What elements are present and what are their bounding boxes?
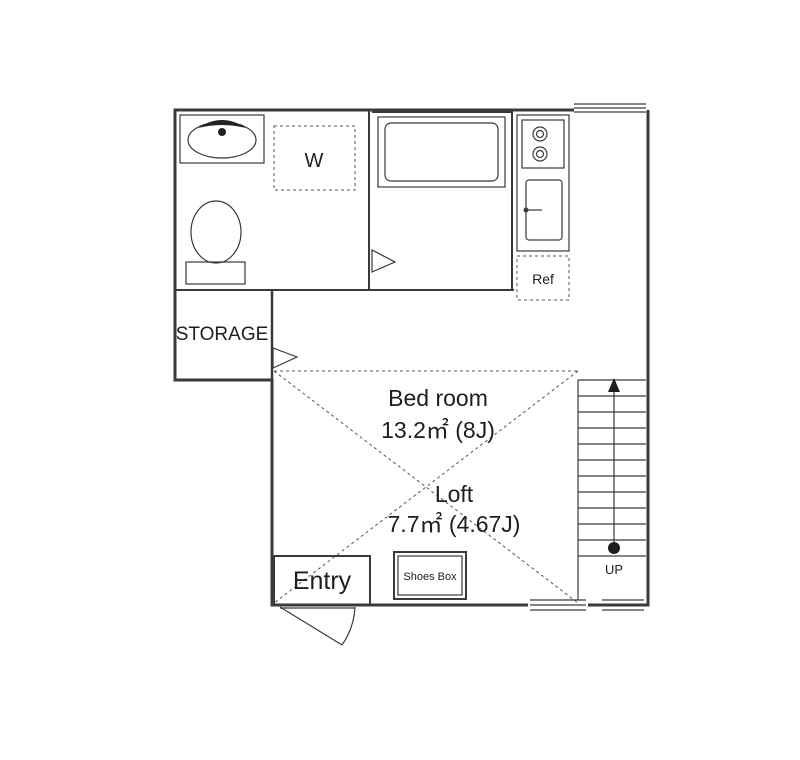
entry-door-icon <box>279 606 356 646</box>
storage-closet <box>174 289 273 381</box>
entry-label: Entry <box>293 567 352 595</box>
window-bottom <box>530 599 644 611</box>
vanity-sink <box>179 114 265 164</box>
loft-outline <box>273 370 579 604</box>
loft-title: Loft <box>435 481 474 507</box>
washer-space <box>273 125 356 191</box>
refrigerator-label: Ref <box>532 271 554 287</box>
shoes-box-label: Shoes Box <box>403 571 457 583</box>
bathtub-icon <box>377 116 506 188</box>
storage-label: STORAGE <box>176 324 269 345</box>
storage-door-icon <box>272 347 299 369</box>
bedroom-title: Bed room <box>388 385 488 411</box>
refrigerator-space <box>516 255 570 301</box>
shoes-box <box>393 551 467 600</box>
stairs-up-label: UP <box>605 562 623 577</box>
entry-area <box>273 555 371 606</box>
window-top-right <box>574 103 646 113</box>
loft-area: 7.7㎡ (4.67J) <box>388 511 521 537</box>
toilet-icon <box>185 200 246 285</box>
kitchen-counter <box>516 114 570 252</box>
bedroom-area: 13.2㎡ (8J) <box>381 417 495 443</box>
bathroom-door-icon <box>371 249 397 273</box>
washer-label: W <box>305 150 324 172</box>
staircase <box>577 378 646 600</box>
